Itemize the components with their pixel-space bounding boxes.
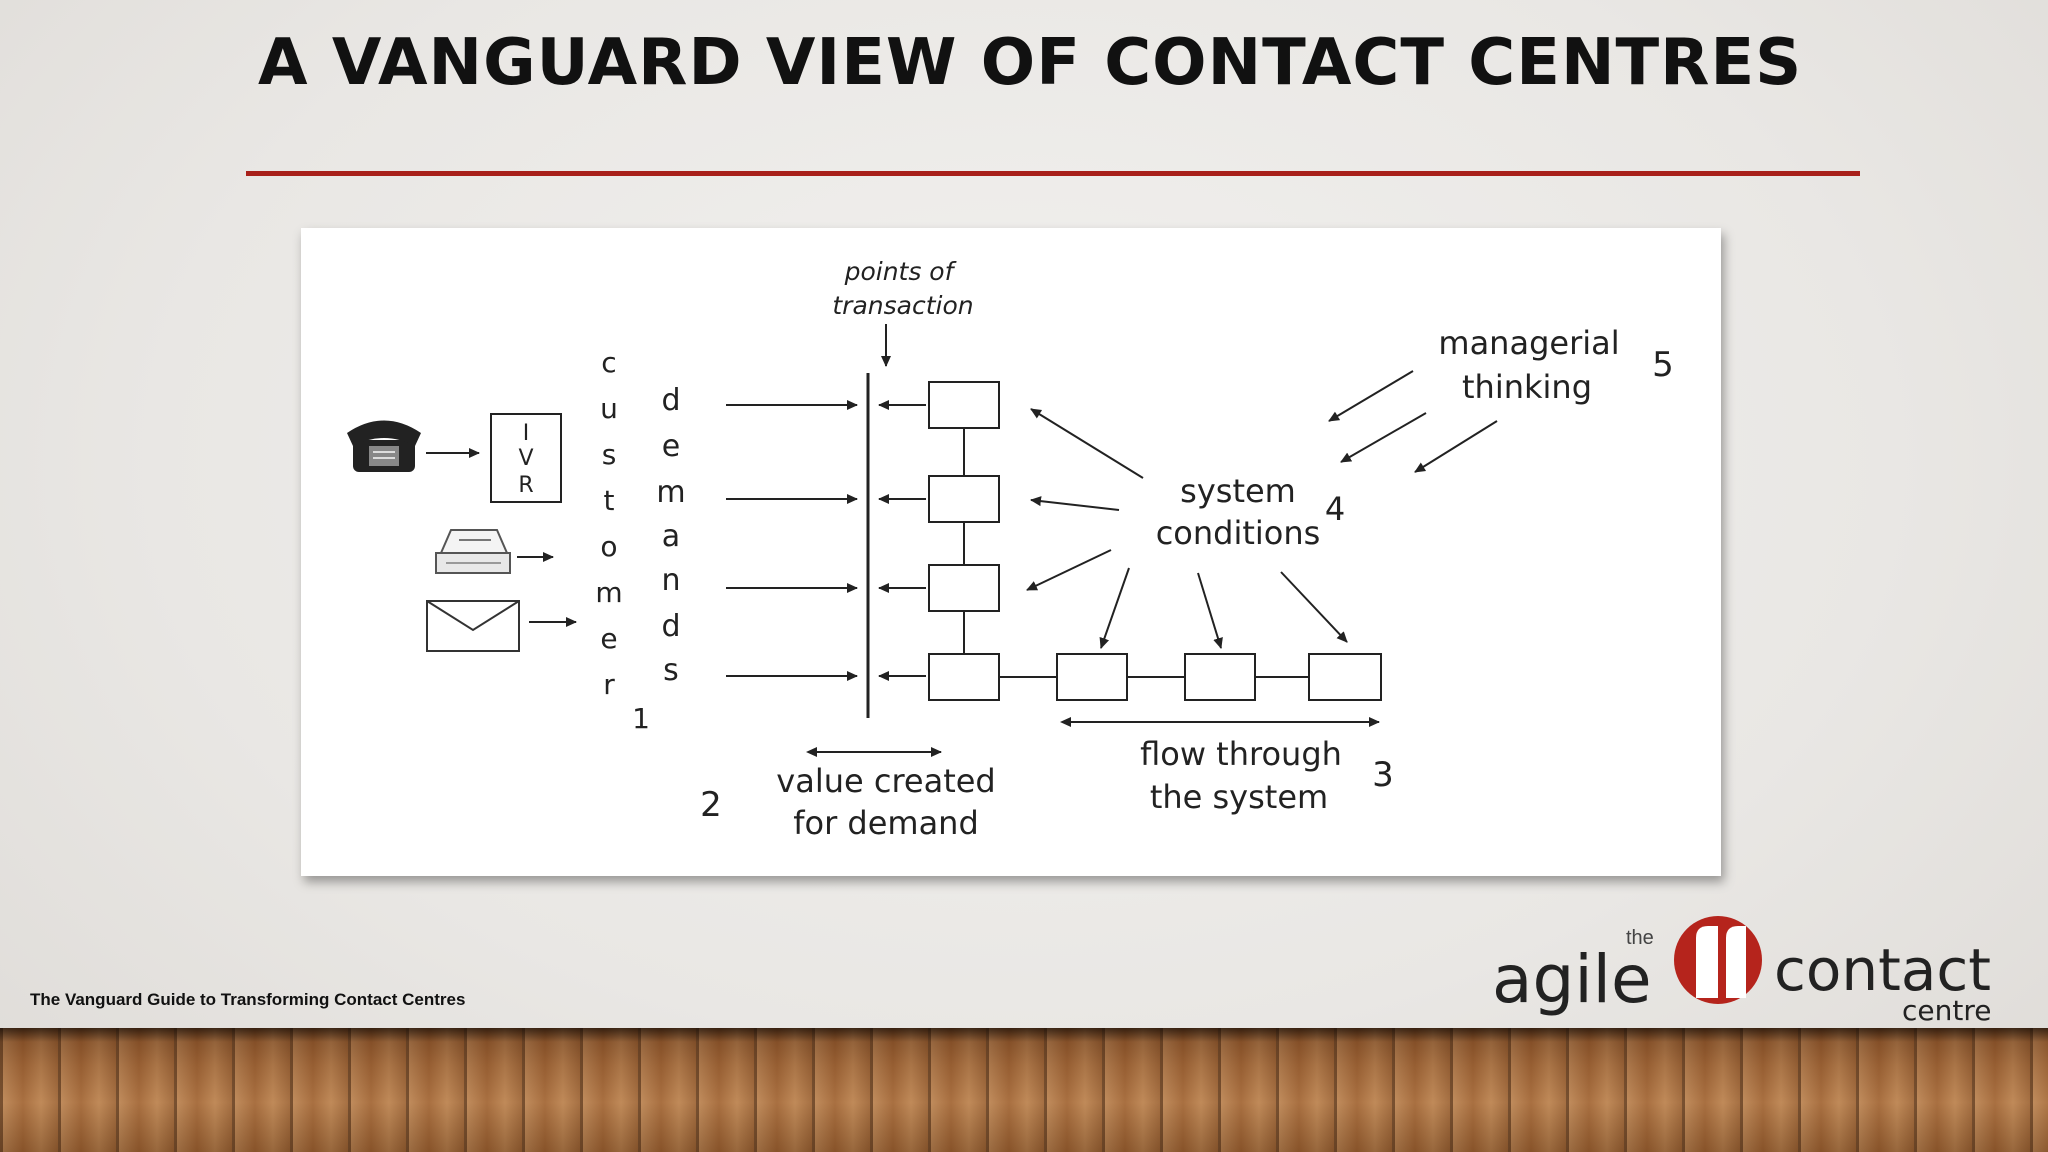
demands-letter: n	[661, 563, 680, 598]
managerial-thinking-label: thinking	[1462, 368, 1592, 406]
customer-letter: e	[600, 622, 617, 655]
vanguard-diagram: I V R c u s t o m e r 1 d e m a n d	[301, 228, 1721, 876]
slide-title: A VANGUARD VIEW OF CONTACT CENTRES	[258, 26, 1803, 100]
diagram-canvas: I V R c u s t o m e r 1 d e m a n d	[347, 257, 1674, 842]
title-underline	[246, 171, 1860, 176]
customer-letter: c	[601, 346, 616, 379]
wood-floor	[0, 1028, 2048, 1152]
ivr-box	[490, 413, 562, 503]
envelope-icon	[426, 600, 520, 652]
customer-letter: t	[604, 484, 615, 517]
value-created-label: for demand	[793, 804, 979, 842]
value-created-label: value created	[776, 762, 995, 800]
telephone-icon	[347, 420, 421, 472]
label-3: 3	[1372, 755, 1394, 795]
demands-letter: d	[661, 383, 680, 418]
ivr-letter: V	[518, 446, 533, 471]
flow-label: the system	[1150, 778, 1328, 816]
floor-shadow	[0, 1028, 2048, 1042]
customer-letter: u	[600, 392, 618, 425]
system-conditions-label: conditions	[1156, 514, 1321, 552]
logo-mark-icon	[1674, 916, 1762, 1004]
system-conditions-arrows	[1026, 408, 1348, 649]
logo-centre: centre	[1902, 994, 1991, 1027]
label-2: 2	[700, 785, 722, 825]
agile-contact-centre-logo: the agile contact centre	[1492, 916, 1991, 1027]
logo-agile: agile	[1492, 941, 1652, 1018]
demands-letter: m	[656, 475, 685, 510]
customer-letter: o	[600, 530, 617, 563]
logo-the: the	[1626, 927, 1654, 949]
system-conditions-label: system	[1180, 472, 1296, 510]
points-of-transaction-label: points of	[844, 257, 957, 286]
label-5: 5	[1652, 345, 1674, 385]
demands-letter: a	[662, 519, 680, 554]
customer-letter: r	[603, 668, 615, 701]
demands-letter: s	[663, 653, 679, 688]
label-1: 1	[632, 702, 650, 735]
footer-text: The Vanguard Guide to Transforming Conta…	[30, 990, 466, 1009]
process-boxes	[928, 381, 1382, 701]
label-4: 4	[1325, 490, 1345, 528]
ivr-letter: I	[523, 421, 530, 446]
customer-letter: s	[602, 438, 617, 471]
points-of-transaction-label: transaction	[832, 291, 973, 320]
flow-label: flow through	[1140, 735, 1342, 773]
response-arrows	[878, 400, 926, 681]
ivr-letter: R	[518, 473, 533, 498]
customer-letter: m	[595, 576, 622, 609]
demands-letter: d	[661, 609, 680, 644]
demands-letter: e	[662, 429, 680, 464]
managerial-thinking-arrows	[1328, 370, 1498, 473]
fax-icon	[435, 529, 511, 574]
logo-contact: contact	[1774, 936, 1991, 1004]
managerial-thinking-label: managerial	[1438, 324, 1619, 362]
demand-arrows	[726, 400, 858, 681]
